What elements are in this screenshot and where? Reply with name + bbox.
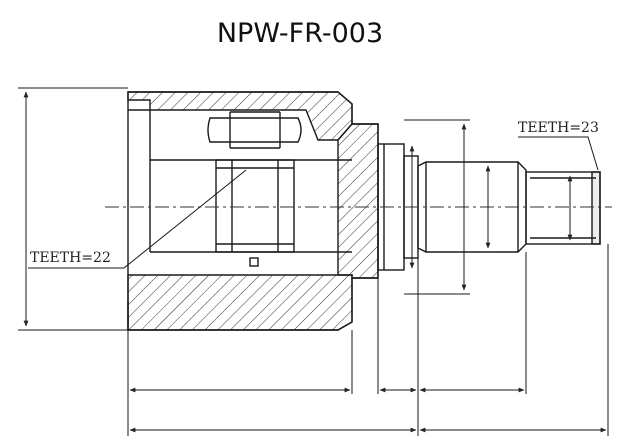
tripod-roller (207, 111, 302, 267)
part-number-title: NPW-FR-003 (216, 18, 384, 49)
teeth-outer-leader (518, 136, 599, 171)
housing-end-wall (337, 123, 379, 279)
housing-upper-wall (127, 91, 353, 141)
teeth-inner-label: TEETH=22 (30, 250, 111, 266)
housing (127, 91, 379, 331)
teeth-outer-label: TEETH=23 (518, 120, 599, 136)
teeth-inner-leader (28, 169, 247, 269)
dimension-lines (18, 87, 609, 436)
housing-lower-wall (127, 274, 353, 331)
